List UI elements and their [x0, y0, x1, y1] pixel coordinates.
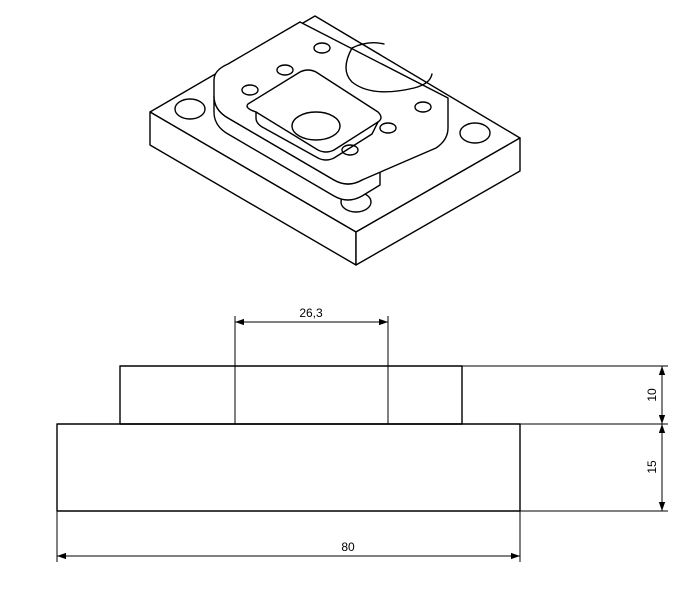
boss-hole-6: [341, 144, 359, 156]
base-hole-right: [459, 122, 491, 144]
boss-hole-1: [313, 42, 331, 54]
front-view: [56, 365, 521, 512]
base-right-face: [355, 137, 521, 266]
base-hole-left: [174, 98, 206, 120]
boss-hole-4: [414, 101, 432, 113]
dim-label-total-width: 80: [341, 540, 355, 554]
dim-label-lower-height: 15: [645, 460, 659, 474]
boss-cutout-arc: [345, 47, 433, 93]
isometric-view: [149, 15, 521, 266]
dim-label-upper-height: 10: [645, 388, 659, 402]
dimensions: 26,3 10 15 80: [56, 306, 668, 562]
dim-label-top-width: 26,3: [299, 306, 323, 320]
boss-hole-2: [276, 64, 294, 76]
boss-cutout-edge: [351, 41, 385, 49]
boss-hole-5: [379, 122, 397, 134]
boss-hole-3: [241, 84, 259, 96]
pocket-floor-bore: [291, 111, 341, 141]
upper-step: [119, 365, 463, 425]
base-block: [56, 423, 521, 512]
pocket-inner-wall: [255, 111, 379, 161]
